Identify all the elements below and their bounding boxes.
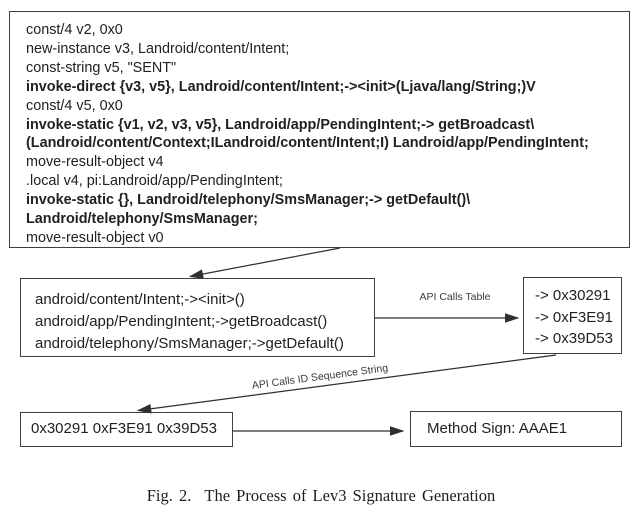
arrow-code-to-api-calls-icon [188,247,341,279]
api-calls-box: android/content/Intent;-><init>() androi… [20,278,375,357]
method-sign-box: Method Sign: AAAE1 [410,411,622,447]
code-line: const/4 v5, 0x0 [26,97,123,114]
code-line: move-result-object v0 [26,229,164,246]
code-line: invoke-direct {v3, v5}, Landroid/content… [26,78,536,95]
code-line: (Landroid/content/Context;ILandroid/cont… [26,135,589,152]
api-call-line: android/content/Intent;-><init>() [35,291,245,308]
code-line: invoke-static {}, Landroid/telephony/Sms… [26,192,471,209]
api-id-line: -> 0x30291 [535,287,611,304]
code-line: Landroid/telephony/SmsManager; [26,211,258,228]
api-call-ids-box: -> 0x30291 -> 0xF3E91 -> 0x39D53 [523,277,622,354]
api-call-line: android/app/PendingIntent;->getBroadcast… [35,313,328,330]
code-line: new-instance v3, Landroid/content/Intent… [26,40,290,57]
api-calls-table-label: API Calls Table [419,291,491,303]
figure-caption-label: Fig. 2. [146,486,192,505]
code-line: invoke-static {v1, v2, v3, v5}, Landroid… [26,116,535,133]
id-sequence-box: 0x30291 0xF3E91 0x39D53 [20,412,233,447]
code-line: const-string v5, "SENT" [26,59,177,76]
figure-caption: Fig. 2. The Process of Lev3 Signature Gen… [0,486,642,506]
figure-caption-title: The Process of Lev3 Signature Generation [204,486,496,505]
api-calls-id-sequence-label: API Calls ID Sequence String [251,362,389,392]
api-id-line: -> 0xF3E91 [535,308,613,326]
code-line: const/4 v2, 0x0 [26,22,123,38]
arrow-ids-to-sequence-icon [136,354,557,414]
code-line: .local v4, pi:Landroid/app/PendingIntent… [26,173,283,190]
code-line: move-result-object v4 [26,154,164,171]
api-id-line: -> 0x39D53 [535,330,613,347]
api-call-line: android/telephony/SmsManager;->getDefaul… [35,335,344,352]
smali-code-box: const/4 v2, 0x0 new-instance v3, Landroi… [9,11,630,248]
